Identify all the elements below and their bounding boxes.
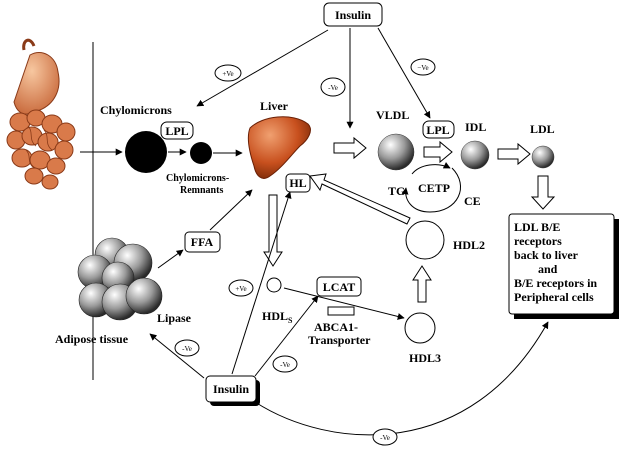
lpl-left-label: LPL [165,124,188,138]
effect-badge [372,428,398,446]
chylomicron-particle [125,131,167,173]
chylo-remnants-label-1: Chylomicrons- [166,173,229,184]
effect-badge [214,64,242,82]
effect-pos-chylo: +Ve [222,70,233,78]
tg-label: TG [388,184,405,198]
effect-pos-hdls: +Ve [235,285,246,293]
arrow-insulin-to-lcat [254,295,319,377]
vldl-particle [377,133,415,171]
cetp-arc-lower [401,167,461,213]
effect-neg-lcat: -Ve [280,361,290,369]
arrow-insulin-to-hl [231,191,292,375]
receptors-line-5: B/E receptors in [514,276,597,290]
receptors-line-2: receptors [514,234,562,248]
lipase-label: Lipase [157,311,192,325]
ce-label: CE [464,194,481,208]
insulin-top-label: Insulin [335,8,371,22]
receptors-line-1: LDL B/E [514,220,560,234]
effect-badge [410,58,436,76]
arrow-insulin-to-receptors [254,321,549,436]
hollow-arrow-hdl3-to-hdl2 [412,265,432,303]
hdl2-label: HDL2 [453,238,485,252]
arrow-hdls-to-hdl3 [283,287,405,320]
arrow-insulin-to-adipose [149,333,205,379]
vldl-label: VLDL [376,108,409,122]
hollow-arrow-ldl-to-receptors [530,175,556,210]
gut-icon [6,38,76,190]
idl-particle [460,140,490,170]
adipose-tissue-icon [77,237,163,321]
hdl3-label: HDL3 [409,351,441,365]
ffa-label: FFA [191,235,214,249]
lcat-label: LCAT [323,280,355,294]
hollow-arrow-vldl-to-idl [423,140,453,164]
receptors-line-4: and [538,262,558,276]
abca1-label-1: ABCA1- [314,320,358,334]
insulin-bottom-label: Insulin [213,382,249,396]
chylo-remnants-label-2: Remnants [180,185,223,196]
insulin-top-box [323,2,383,27]
hollow-arrow-liver-to-vldl [333,136,367,160]
idl-label: IDL [465,120,486,134]
lcat-box [316,276,362,297]
hl-label: HL [289,176,306,190]
lpl-right-label: LPL [426,123,449,137]
hdl3-particle [404,312,436,344]
adipose-tissue-label: Adipose tissue [55,332,129,346]
ffa-box [184,231,221,253]
receptors-line-6: Peripheral cells [514,290,594,304]
arrow-insulin-to-lpl [377,27,431,119]
insulin-bottom-box [205,375,257,403]
cetp-arc-upper [411,162,451,175]
arrow-insulin-to-chylomicrons [196,29,329,107]
ldl-receptors-box [508,213,615,315]
arrow-adipose-to-ffa [157,249,184,269]
effect-neg-bottom: -Ve [380,434,390,442]
hdls-label-main: HDL [262,309,288,323]
effect-badge [174,339,200,357]
lpl-right-box [422,120,455,139]
abca1-rect [327,306,355,316]
liver-label: Liver [260,99,289,113]
hollow-arrow-idl-to-ldl [497,142,531,166]
hdls-label-sub: S [288,316,293,325]
cetp-label: CETP [418,181,450,195]
effect-badge [320,77,346,97]
chylomicrons-label: Chylomicrons [100,103,172,117]
chylomicron-remnant-particle [190,142,212,164]
hdls-label: HDLS [262,309,293,325]
hollow-arrow-hdl2-to-hl [309,173,411,225]
hollow-arrow-liver-to-hdls [263,194,283,267]
receptors-text: LDL B/E receptors back to liver and B/E … [514,220,600,304]
ldl-particle [531,145,555,169]
effect-neg-adipose: -Ve [182,345,192,353]
arrow-ffa-to-liver [209,189,253,231]
hdl2-particle [405,220,445,260]
hdls-particle [266,277,282,293]
hl-box [285,173,311,193]
effect-neg-vldl: -Ve [328,84,338,92]
receptors-line-3: back to liver [514,248,579,262]
abca1-label-2: Transporter [308,333,371,347]
ldl-label: LDL [530,122,555,136]
lpl-left-box [160,121,194,140]
effect-badge [228,279,254,297]
effect-neg-lpl: −Ve [417,64,428,72]
liver-icon [247,116,311,179]
effect-badge [272,355,298,373]
